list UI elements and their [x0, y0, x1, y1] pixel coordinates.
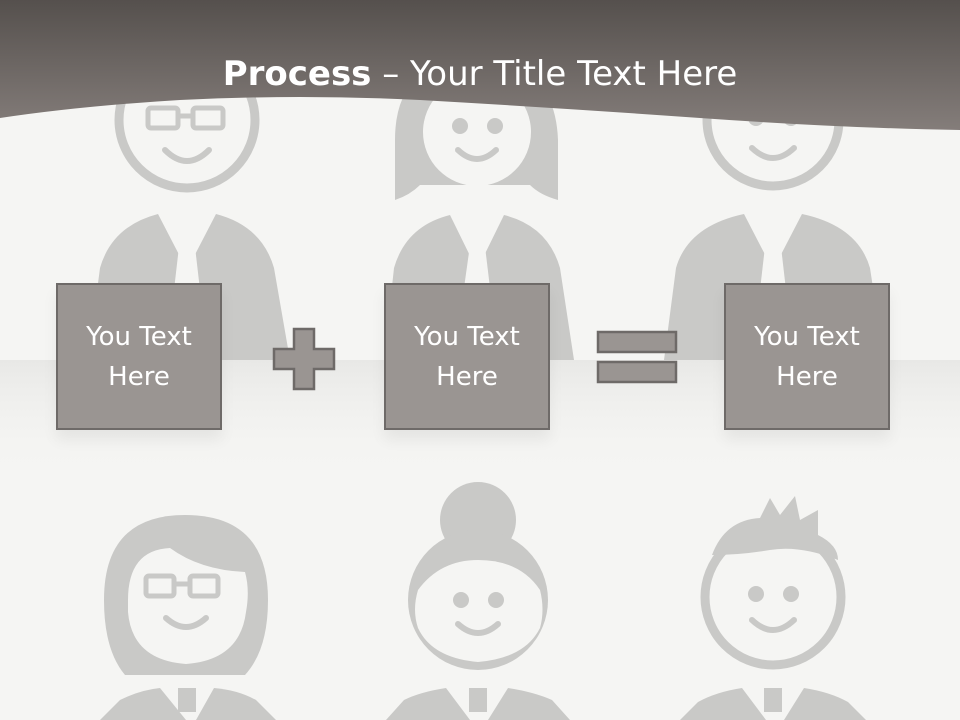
figure-man-with-spiky-hair — [680, 496, 866, 720]
process-box-2: You Text Here — [384, 283, 550, 430]
plus-icon — [272, 327, 336, 391]
header-banner — [0, 0, 960, 130]
process-box-1: You Text Here — [56, 283, 222, 430]
title-strong: Process — [222, 54, 372, 94]
process-box-1-text: You Text Here — [86, 321, 192, 392]
slide-title: Process – Your Title Text Here — [0, 48, 960, 100]
process-box-3-text: You Text Here — [754, 321, 860, 392]
figure-woman-with-glasses — [100, 515, 276, 720]
process-box-2-text: You Text Here — [414, 321, 520, 392]
process-box-3: You Text Here — [724, 283, 890, 430]
title-rest: – Your Title Text Here — [371, 54, 738, 94]
figure-woman-with-bun — [386, 482, 570, 720]
equals-icon — [596, 330, 678, 384]
